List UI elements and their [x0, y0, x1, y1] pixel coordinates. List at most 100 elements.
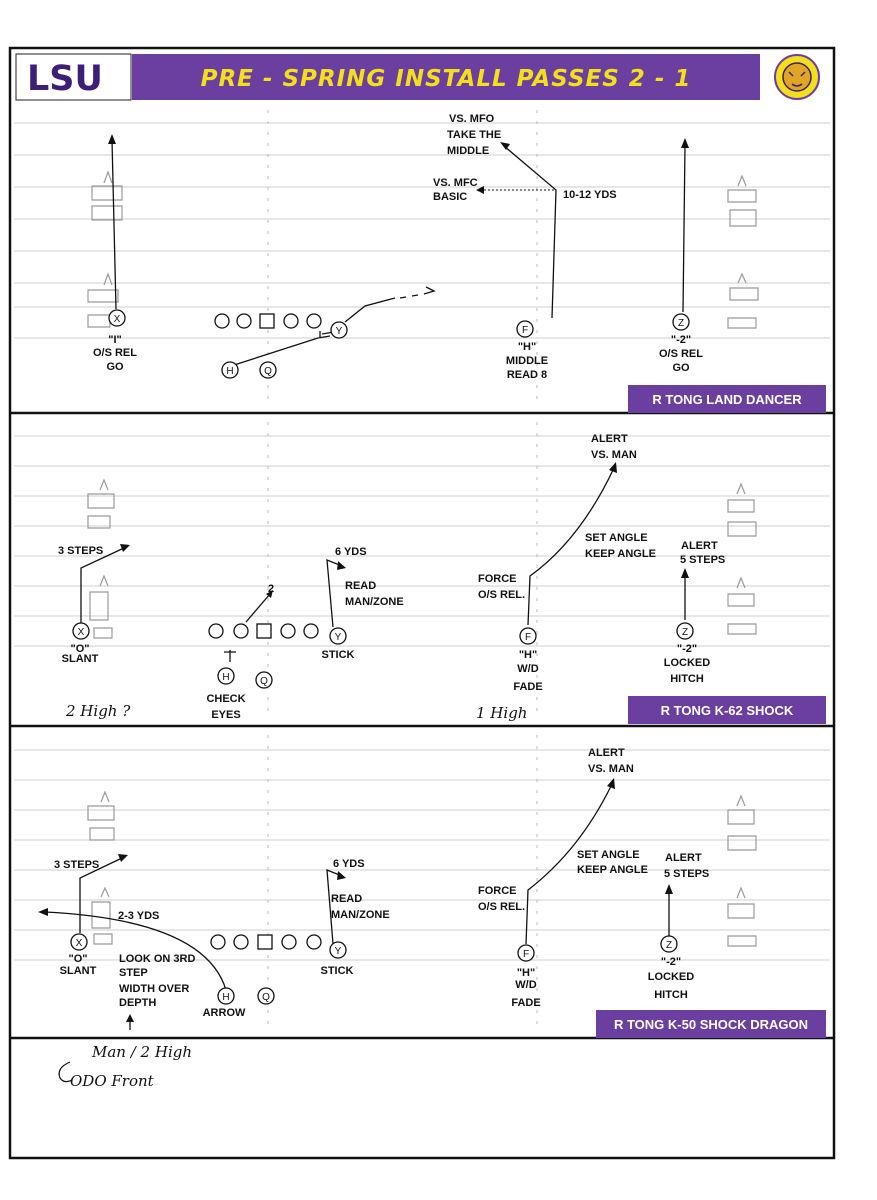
player-z: Z [676, 622, 694, 640]
player-x: X [72, 622, 90, 640]
defender-icons [87, 790, 757, 947]
z-hitch: HITCH [670, 673, 704, 685]
tiger-emblem-icon [774, 54, 820, 100]
lineman-circle [208, 623, 224, 639]
player-z: Z [660, 935, 678, 953]
f-wd: W/D [515, 979, 536, 991]
look-arrow [126, 1014, 134, 1022]
header: LSU PRE - SPRING INSTALL PASSES 2 - 1 [15, 53, 820, 101]
x-go: GO [106, 361, 124, 373]
stick: STICK [321, 965, 354, 977]
man-zone: MAN/ZONE [345, 596, 404, 608]
svg-text:Q: Q [260, 676, 268, 687]
f-arrow [609, 462, 617, 473]
man-zone: MAN/ZONE [331, 909, 390, 921]
keep-angle: KEEP ANGLE [585, 548, 656, 560]
play-3: X Y H Q F Z 3 STEPS 2-3 YDS "O" SLANT LO… [38, 747, 826, 1038]
force: FORCE [478, 573, 517, 585]
play-name: R TONG K-62 SHOCK [661, 703, 794, 718]
x-slant: SLANT [62, 653, 99, 665]
center-square [256, 623, 272, 639]
width-over: WIDTH OVER [119, 983, 189, 995]
note-man-2-high: Man / 2 High [91, 1043, 192, 1061]
h-arrow [500, 142, 510, 150]
six-yds: 6 YDS [333, 858, 365, 870]
h-tag: "H" [518, 341, 536, 353]
x-rel: O/S REL [93, 347, 137, 359]
y-stick-route [326, 869, 343, 945]
z-locked: LOCKED [664, 657, 711, 669]
svg-text:Z: Z [682, 627, 688, 638]
f-fade-route [527, 467, 615, 626]
svg-text:F: F [522, 325, 528, 336]
f-fade-route [525, 783, 613, 945]
x-go-route [111, 139, 117, 310]
set-angle: SET ANGLE [585, 532, 648, 544]
set-angle: SET ANGLE [577, 849, 640, 861]
lineman-circle [210, 934, 226, 950]
z-tag: "-2" [677, 643, 697, 655]
player-z: Z [672, 313, 690, 331]
basic: BASIC [433, 191, 467, 203]
f-wd: W/D [517, 663, 538, 675]
x-tag: "O" [71, 643, 90, 655]
six-yds: 6 YDS [335, 546, 367, 558]
z-hitch: HITCH [654, 989, 688, 1001]
read: READ [345, 580, 376, 592]
three-steps: 3 STEPS [58, 545, 103, 557]
player-y: Y [329, 627, 347, 645]
svg-text:Y: Y [335, 946, 342, 957]
vs-mfo: VS. MFO [449, 113, 495, 125]
h-middle: MIDDLE [506, 355, 548, 367]
x-tag: "O" [69, 953, 88, 965]
z-locked: LOCKED [648, 971, 695, 983]
depth: DEPTH [119, 997, 156, 1009]
os-rel: O/S REL. [478, 901, 525, 913]
logo-box [15, 53, 132, 101]
f-fade: FADE [511, 997, 540, 1009]
x-slant-route [80, 547, 125, 623]
player-f: F [517, 944, 535, 962]
sheet-border [8, 46, 836, 1160]
read: READ [331, 893, 362, 905]
note-curve-arrow-icon [58, 1061, 73, 1083]
svg-text:H: H [222, 672, 229, 683]
two-label: 2 [268, 583, 274, 595]
z-tag: "-2" [661, 956, 681, 968]
alert-steps: ALERT [665, 852, 702, 864]
defender-icons [87, 170, 759, 329]
take-the: TAKE THE [447, 129, 501, 141]
lineman-circle [233, 934, 249, 950]
five-steps: 5 STEPS [680, 554, 725, 566]
y-route [344, 297, 396, 323]
arrow-label: ARROW [203, 1007, 246, 1019]
keep-angle: KEEP ANGLE [577, 864, 648, 876]
y-dotted-route [399, 286, 436, 299]
middle: MIDDLE [447, 145, 489, 157]
play-name: R TONG LAND DANCER [652, 392, 802, 407]
center-square [259, 313, 275, 329]
lineman-circle [306, 934, 322, 950]
play-name-box [596, 1010, 826, 1038]
eyes: EYES [211, 709, 240, 721]
lineman-circle [236, 313, 252, 329]
logo-text: LSU [27, 59, 103, 99]
yard-lines [14, 110, 830, 1030]
player-h: H [217, 667, 235, 685]
play-name: R TONG K-50 SHOCK DRAGON [614, 1017, 808, 1032]
play-name-box [628, 696, 826, 724]
alert: ALERT [588, 747, 625, 759]
alert-steps: ALERT [681, 540, 718, 552]
svg-text:Q: Q [262, 992, 270, 1003]
z-tag: "-2" [671, 334, 691, 346]
z-go-route [682, 144, 686, 313]
f-fade: FADE [513, 681, 542, 693]
svg-text:X: X [76, 938, 83, 949]
center-square [257, 934, 273, 950]
x-arrow [118, 854, 128, 862]
y-arrow [337, 561, 346, 570]
svg-text:Z: Z [678, 318, 684, 329]
svg-text:F: F [523, 949, 529, 960]
y-arrow [337, 871, 346, 880]
